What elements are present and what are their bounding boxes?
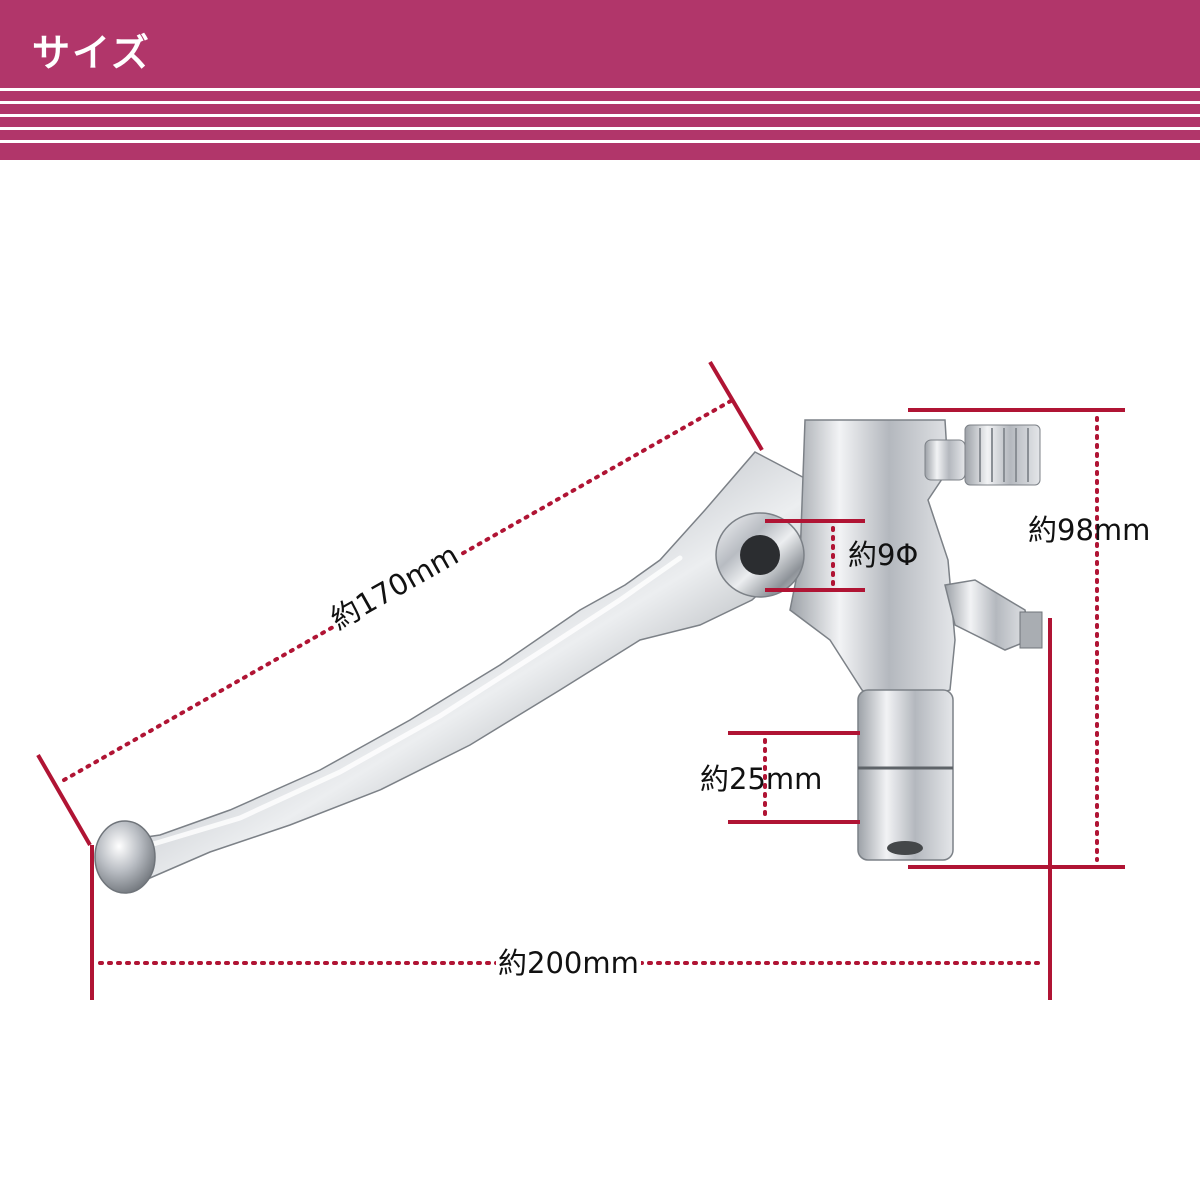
dim-label-pivot-hole: 約9Φ <box>848 538 919 572</box>
switch-housing <box>944 579 1031 651</box>
dim-label-clamp-diameter: 約25mm <box>700 762 823 796</box>
header-stripe <box>0 101 1200 104</box>
header-banner: サイズ <box>0 0 1200 160</box>
pivot-hole <box>740 535 780 575</box>
lever-highlight <box>137 555 683 851</box>
adjuster-knurling <box>979 428 1029 482</box>
page-title: サイズ <box>32 31 151 75</box>
header-stripe <box>0 127 1200 130</box>
dim-170-tick-right <box>708 360 764 452</box>
dim-label-total-width: 約200mm <box>496 946 641 980</box>
dim-label-total-height: 約98mm <box>1028 513 1151 547</box>
dim-170-tick-left <box>36 753 92 847</box>
handlebar-clamp <box>857 689 954 861</box>
adjuster-knob <box>964 424 1041 486</box>
header-stripe <box>0 114 1200 117</box>
header-stripe <box>0 88 1200 91</box>
switch-terminal <box>1019 611 1043 649</box>
clutch-lever-image <box>94 419 1043 894</box>
clamp-screw-hole <box>887 841 923 855</box>
lever-arm <box>99 451 813 891</box>
header-stripe <box>0 140 1200 143</box>
lever-ball-end <box>94 820 156 894</box>
adjuster-barrel <box>924 439 966 481</box>
